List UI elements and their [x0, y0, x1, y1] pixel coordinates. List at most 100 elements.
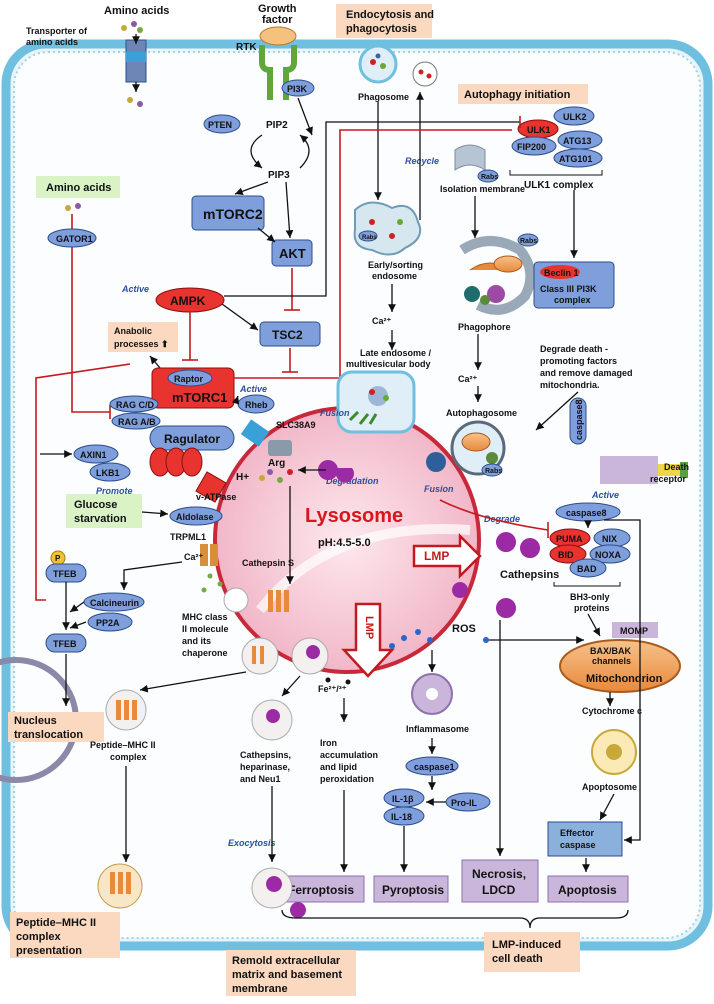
iron-label-2: accumulation: [320, 750, 378, 760]
v-atpase: [149, 447, 227, 503]
cathepsins-label: Cathepsins: [500, 569, 559, 581]
amino-acids-box: [36, 176, 120, 198]
glucose-box: [66, 494, 142, 528]
transporter-label-2: amino acids: [26, 37, 78, 47]
pip2-label: PIP2: [266, 120, 288, 131]
anabolic-box: [108, 322, 178, 352]
necrosis-box: [461, 859, 539, 903]
fe-label: Fe²⁺/³⁺: [318, 684, 347, 694]
necrosis-label-2: LDCD: [482, 883, 516, 897]
ros-label: ROS: [452, 623, 476, 635]
class3-label-2: complex: [554, 295, 591, 305]
pip3-label: PIP3: [268, 170, 290, 181]
endocytosis-label-2: phagocytosis: [346, 23, 417, 35]
puma-label: PUMA: [556, 534, 583, 544]
rag-cd-label: RAG C/D: [116, 400, 155, 410]
lysosome-title: Lysosome: [305, 505, 403, 527]
fusion-label-1: Fusion: [320, 408, 350, 418]
hplus-label: H+: [236, 472, 249, 483]
rabs-label-autophagosome: Rabs: [485, 468, 502, 475]
ampk-label: AMPK: [170, 294, 206, 308]
inflammasome-label: Inflammasome: [406, 724, 469, 734]
effector-caspase-box: [547, 821, 623, 857]
degrade-text-1: Degrade death -: [540, 344, 608, 354]
ca2-label-phagophore: Ca²⁺: [458, 374, 478, 384]
gator1-label: GATOR1: [56, 234, 93, 244]
mhc-text-2: II molecule: [182, 624, 229, 634]
tfeb-node-bottom: [45, 633, 87, 653]
rabs-label-isolation: Rabs: [481, 174, 498, 181]
degrade-text-2: promoting factors: [540, 356, 617, 366]
autophagy-initiation-box: [458, 84, 588, 104]
mhc-text-3: and its: [182, 636, 211, 646]
glucose-label-2: starvation: [74, 513, 127, 525]
lmp-death-label-2: cell death: [492, 953, 543, 965]
momp-label: MOMP: [620, 626, 648, 636]
peptide-presentation-label-1: Peptide–MHC II: [16, 917, 96, 929]
p-label: P: [55, 554, 61, 563]
active-label-rheb: Active: [239, 384, 267, 394]
apoptosis-label: Apoptosis: [558, 883, 617, 897]
ulk1-complex-label: ULK1 complex: [524, 180, 594, 191]
rag-ab-label: RAG A/B: [118, 417, 156, 427]
autophagy-initiation-label: Autophagy initiation: [464, 89, 571, 101]
caspase8-receptor-label: caspase8: [574, 399, 584, 440]
noxa-label: NOXA: [595, 550, 622, 560]
cytochrome-c-label: Cytochrome c: [582, 706, 642, 716]
amino-acids-box-label: Amino acids: [46, 182, 111, 194]
lmp-label-down: LMP: [363, 616, 375, 639]
autophagosome-label: Autophagosome: [446, 408, 517, 418]
rtk-label: RTK: [236, 42, 257, 53]
peptide-presentation-label-3: presentation: [16, 945, 82, 957]
pten-node: [203, 114, 241, 134]
recycle-label: Recycle: [405, 156, 439, 166]
akt-label: AKT: [279, 246, 306, 261]
nucleus-label-1: Nucleus: [14, 715, 57, 727]
effector-caspase-label-2: caspase: [560, 840, 596, 850]
mtorc2-node: [191, 195, 265, 231]
death-receptor-label-1: Death: [664, 462, 689, 472]
nix-label: NIX: [602, 534, 617, 544]
bh3-label-1: BH3-only: [570, 592, 610, 602]
caspase8-receptor: [569, 397, 587, 445]
rtk-receptor: Growth factor RTK PI3K: [236, 3, 315, 100]
pro-il-label: Pro-IL: [451, 798, 478, 808]
lmp-death-label-1: LMP-induced: [492, 939, 561, 951]
iron-label-4: peroxidation: [320, 774, 374, 784]
bh3-proteins: PUMA NIX BID NOXA BAD BH3-only proteins: [549, 528, 631, 613]
death-receptor-label-2: receptor: [650, 474, 687, 484]
active-label-caspase8: Active: [591, 490, 619, 500]
lmp-death-box: [484, 932, 580, 972]
early-endosome-label-1: Early/sorting: [368, 260, 423, 270]
peptide-presentation-label-2: complex: [16, 931, 62, 943]
apoptosome-label: Apoptosome: [582, 782, 637, 792]
degradation-label: Degradation: [326, 476, 379, 486]
bid-label: BID: [558, 550, 574, 560]
ca2-label-endosome: Ca²⁺: [372, 316, 392, 326]
exocytosis-label: Exocytosis: [228, 838, 276, 848]
caspase1-node: [405, 756, 459, 776]
growth-factor-label-1: Growth: [258, 3, 297, 15]
pten-label: PTEN: [208, 120, 232, 130]
calcineurin-label: Calcineurin: [90, 598, 139, 608]
pp2a-label: PP2A: [96, 618, 120, 628]
axin1-label: AXIN1: [80, 450, 107, 460]
pyroptosis-label: Pyroptosis: [382, 883, 444, 897]
pi3k-node: [281, 79, 315, 97]
cath-hep-label-3: and Neu1: [240, 774, 281, 784]
bh3-label-2: proteins: [574, 603, 610, 613]
remold-label-1: Remold extracellular: [232, 955, 341, 967]
ulk2-label: ULK2: [563, 112, 587, 122]
mtorc2-label: mTORC2: [203, 206, 263, 222]
ca2-label-trpml: Ca²⁺: [184, 552, 204, 562]
mhc-text-4: chaperone: [182, 648, 228, 658]
late-endosome-label-1: Late endosome /: [360, 348, 432, 358]
nucleus-box: [8, 712, 104, 742]
endocytosis-box: Endocytosis and phagocytosis Phagosome: [336, 4, 438, 102]
ferroptosis-label: Ferroptosis: [288, 883, 354, 897]
tfeb-label-bottom: TFEB: [53, 639, 77, 649]
atg101-label: ATG101: [559, 154, 592, 164]
anabolic-label-2: processes ⬆: [114, 339, 169, 349]
bad-label: BAD: [577, 564, 597, 574]
